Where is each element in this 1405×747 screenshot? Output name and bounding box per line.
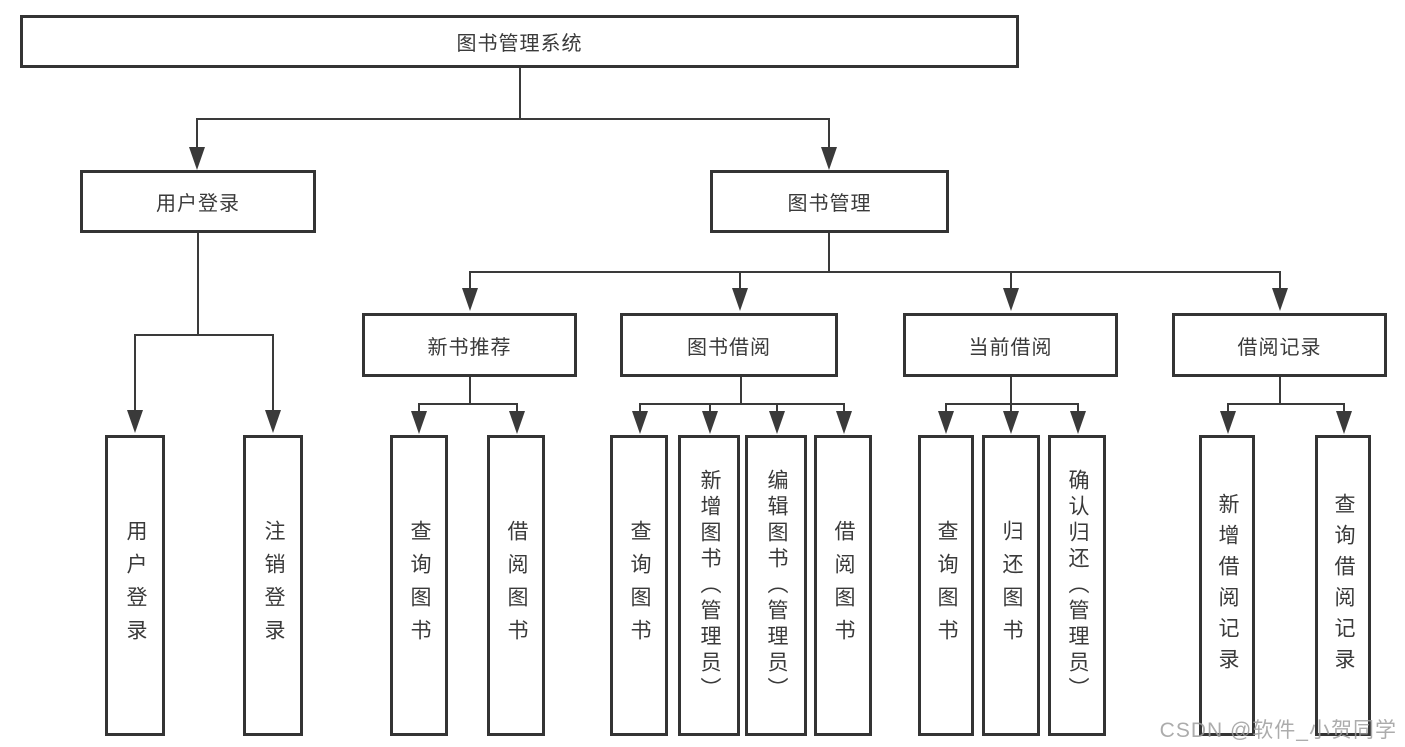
connector-line [134,334,274,336]
arrow-down-icon [411,411,427,434]
arrow-down-icon [821,147,837,170]
connector-line [828,233,830,273]
node-user-login-label: 用户登录 [156,193,240,215]
connector-line [828,118,830,150]
arrow-down-icon [938,411,954,434]
connector-line [1227,403,1344,405]
connector-line [1077,403,1079,413]
connector-line [1010,403,1012,413]
arrow-down-icon [127,410,143,433]
leaf-query-books-borrow: 查询图书 [610,435,668,736]
arrow-down-icon [509,411,525,434]
arrow-down-icon [836,411,852,434]
node-user-login: 用户登录 [80,170,316,233]
leaf-add-books-admin: 新增图书（管理员） [678,435,740,736]
arrow-down-icon [462,288,478,311]
node-book-borrow: 图书借阅 [620,313,838,377]
node-book-borrow-label: 图书借阅 [687,336,771,359]
connector-line [1010,271,1012,291]
arrow-down-icon [1220,411,1236,434]
leaf-user-login: 用户登录 [105,435,165,736]
node-current-borrow: 当前借阅 [903,313,1118,377]
leaf-query-books-current: 查询图书 [918,435,974,736]
node-new-book-recommend-label: 新书推荐 [427,336,512,359]
connector-line [196,118,830,120]
node-current-borrow-label: 当前借阅 [968,336,1053,359]
arrow-down-icon [702,411,718,434]
connector-line [639,403,641,413]
arrow-down-icon [732,288,748,311]
leaf-query-books-recommend: 查询图书 [390,435,448,736]
leaf-return-books: 归还图书 [982,435,1040,736]
connector-line [519,68,521,119]
leaf-borrow-books-recommend: 借阅图书 [487,435,545,736]
arrow-down-icon [1070,411,1086,434]
watermark: CSDN @软件_小贺同学 [1159,719,1397,742]
connector-line [418,403,420,413]
connector-line [740,377,742,405]
node-root: 图书管理系统 [20,15,1019,68]
connector-line [739,271,741,291]
leaf-borrow-books: 借阅图书 [814,435,872,736]
connector-line [709,403,711,413]
connector-line [134,334,136,412]
node-root-label: 图书管理系统 [456,33,583,55]
connector-line [1343,403,1345,413]
node-book-management-label: 图书管理 [787,193,872,215]
connector-line [469,271,471,291]
connector-line [639,403,844,405]
leaf-edit-books-admin: 编辑图书（管理员） [745,435,807,736]
arrow-down-icon [1003,411,1019,434]
arrow-down-icon [769,411,785,434]
connector-line [516,403,518,413]
connector-line [197,233,199,336]
connector-line [1010,377,1012,405]
arrow-down-icon [632,411,648,434]
connector-line [843,403,845,413]
connector-line [1279,377,1281,405]
connector-line [418,403,517,405]
connector-line [1227,403,1229,413]
connector-line [196,118,198,150]
node-new-book-recommend: 新书推荐 [362,313,577,377]
connector-line [272,334,274,412]
connector-line [945,403,947,413]
leaf-add-borrow-record: 新增借阅记录 [1199,435,1255,736]
connector-line [469,271,1281,273]
node-borrow-record: 借阅记录 [1172,313,1387,377]
connector-line [469,377,471,405]
arrow-down-icon [1336,411,1352,434]
connector-line [776,403,778,413]
node-borrow-record-label: 借阅记录 [1237,336,1322,359]
leaf-confirm-return-admin: 确认归还（管理员） [1048,435,1106,736]
leaf-logout: 注销登录 [243,435,303,736]
arrow-down-icon [1272,288,1288,311]
arrow-down-icon [1003,288,1019,311]
connector-line [1279,271,1281,291]
arrow-down-icon [265,410,281,433]
node-book-management: 图书管理 [710,170,949,233]
leaf-query-borrow-record: 查询借阅记录 [1315,435,1371,736]
arrow-down-icon [189,147,205,170]
